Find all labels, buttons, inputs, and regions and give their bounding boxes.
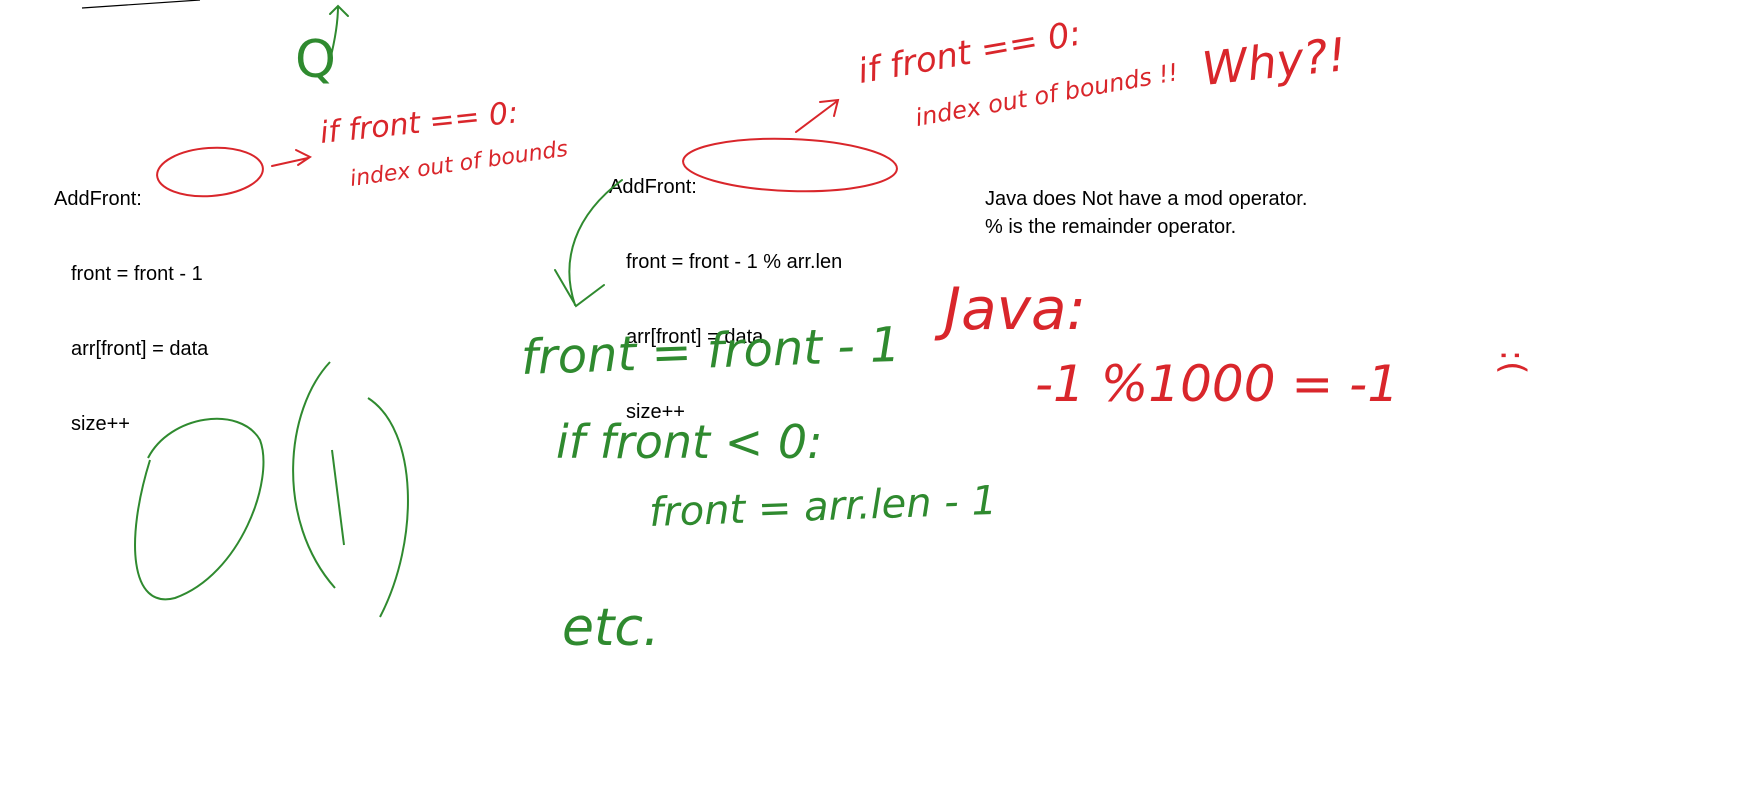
big-o-close-paren xyxy=(367,397,409,618)
addfront-title-2: AddFront: xyxy=(609,176,697,198)
green-big-o-label: O(1) xyxy=(120,690,123,691)
big-o-one xyxy=(331,449,345,546)
stray-black-line xyxy=(81,0,201,9)
big-o-open-paren xyxy=(292,361,336,589)
addfront-block-1: AddFront: front = front - 1 arr[front] =… xyxy=(54,137,208,487)
red-note-expr: -1 %1000 = -1 xyxy=(1035,355,1400,413)
green-code-line-1: front = front - 1 xyxy=(520,316,902,386)
green-code-line-2: if front < 0: xyxy=(556,415,823,469)
red-note-why: Why?! xyxy=(1199,27,1349,97)
addfront-2-line-2: arr[front] = data xyxy=(626,326,764,348)
java-remainder-note: Java does Not have a mod operator. % is … xyxy=(985,188,1308,238)
addfront-2-line-1: front = front - 1 % arr.len xyxy=(626,251,843,273)
green-code-line-3: front = arr.len - 1 xyxy=(648,477,998,536)
red-note-error-1: index out of bounds xyxy=(348,136,570,192)
green-q-symbol: Q xyxy=(295,30,336,90)
red-note-face: :( xyxy=(1492,349,1533,375)
addfront-1-line-2: arr[front] = data xyxy=(71,338,209,360)
red-note-cond-1: if front == 0: xyxy=(318,95,520,151)
addfront-block-2: AddFront: front = front - 1 % arr.len ar… xyxy=(609,125,842,475)
red-arrow-1 xyxy=(271,149,312,167)
addfront-1-line-3: size++ xyxy=(71,413,130,435)
addfront-title-1: AddFront: xyxy=(54,188,142,210)
addfront-1-line-1: front = front - 1 xyxy=(71,263,203,285)
red-note-java: Java: xyxy=(944,275,1087,343)
addfront-2-line-3: size++ xyxy=(626,401,685,423)
green-code-line-4: etc. xyxy=(562,598,660,658)
